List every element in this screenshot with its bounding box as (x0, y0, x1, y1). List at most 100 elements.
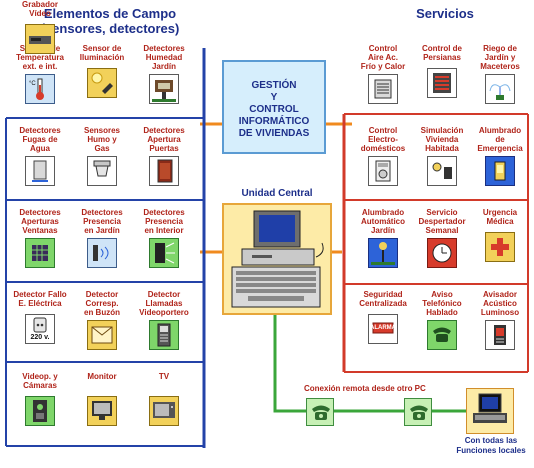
item-label-line: Riego de (483, 44, 517, 53)
power-socket-icon (33, 317, 47, 333)
blinds-tile[interactable] (427, 68, 457, 98)
sensor-item[interactable]: Monitor (72, 372, 132, 452)
item-label-line: Control de (422, 44, 462, 53)
window-sensor-tile[interactable] (25, 238, 55, 268)
indoor-presence-tile[interactable] (149, 238, 179, 268)
thermometer-icon: °C (29, 78, 44, 100)
thermometer-tile[interactable]: °C (25, 74, 55, 104)
item-label-line: Detectores (19, 126, 61, 135)
water-leak-tile[interactable] (25, 156, 55, 186)
monitor-tile[interactable] (87, 396, 117, 426)
central-unit-label: Unidad Central (241, 188, 313, 199)
sun-sensor-tile[interactable] (87, 68, 117, 98)
smoke-detector-tile[interactable] (87, 156, 117, 186)
item-label-line: Cámaras (23, 381, 57, 390)
item-label-line: Simulación (420, 126, 464, 135)
item-label-line: Grabador (21, 0, 58, 9)
blinds-icon (433, 73, 451, 93)
alarm-siren-tile[interactable]: ALARMA (368, 314, 398, 344)
item-label-line: Telefónico (422, 299, 462, 308)
beacon-tile[interactable] (485, 320, 515, 350)
item-label-line: Hablado (426, 308, 458, 317)
phone-voice-tile[interactable] (427, 320, 457, 350)
item-label-line: Control (368, 44, 398, 53)
door-sensor-tile[interactable] (149, 156, 179, 186)
air-conditioner-tile[interactable] (368, 74, 398, 104)
item-label-line: E. Eléctrica (18, 299, 62, 308)
item-label-line: Corresp. (85, 299, 119, 308)
remote-pc[interactable] (466, 388, 514, 434)
item-label-line: Puertas (149, 144, 179, 153)
item-label-line: Acústico (483, 299, 517, 308)
item-label-line: Alumbrado (478, 126, 522, 135)
item-label-line: Sensor de (82, 44, 122, 53)
central-unit-computer[interactable] (222, 203, 332, 315)
irrigation-tile[interactable] (485, 74, 515, 104)
item-label-line: Control (368, 126, 398, 135)
title-line: DE VIVIENDAS (238, 128, 310, 139)
remote-connection-label: Conexión remota desde otro PC (304, 384, 426, 393)
intercom-tile[interactable] (149, 320, 179, 350)
item-label-line: Humedad (145, 53, 183, 62)
appliance-tile[interactable] (368, 156, 398, 186)
title-box: GESTIÓN Y CONTROL INFORMÁTICO DE VIVIEND… (222, 60, 326, 154)
camera-icon (33, 400, 47, 422)
item-label-line: Humo y (87, 135, 117, 144)
tv-tile[interactable] (149, 396, 179, 426)
tile-badge: ALARMA (370, 325, 396, 331)
video-recorder-tile[interactable] (25, 24, 55, 54)
item-label-line: Frío y Calor (360, 62, 406, 71)
power-socket-tile[interactable]: 220 v. (25, 314, 55, 344)
item-label-line: Habitada (425, 144, 459, 153)
alarm-clock-tile[interactable] (427, 238, 457, 268)
item-label-line: Seguridad (363, 290, 403, 299)
mailbox-tile[interactable] (87, 320, 117, 350)
beacon-icon (494, 325, 506, 345)
mailbox-icon (91, 326, 113, 344)
emergency-light-tile[interactable] (485, 156, 515, 186)
garden-lamp-tile[interactable] (368, 238, 398, 268)
local-functions-label: Con todas las Funciones locales (448, 436, 534, 456)
item-label-line: Luminoso (480, 308, 520, 317)
medical-cross-tile[interactable] (485, 232, 515, 262)
humidity-sensor-tile[interactable] (149, 74, 179, 104)
computer-icon (231, 210, 324, 308)
simulation-tile[interactable] (427, 156, 457, 186)
item-label-line: Detector Fallo (13, 290, 67, 299)
camera-tile[interactable] (25, 396, 55, 426)
svg-text:°C: °C (29, 81, 36, 87)
monitor-icon (92, 401, 112, 420)
sensor-item[interactable]: TV (134, 372, 194, 452)
garden-presence-tile[interactable] (87, 238, 117, 268)
item-label-line: Alumbrado (361, 208, 405, 217)
